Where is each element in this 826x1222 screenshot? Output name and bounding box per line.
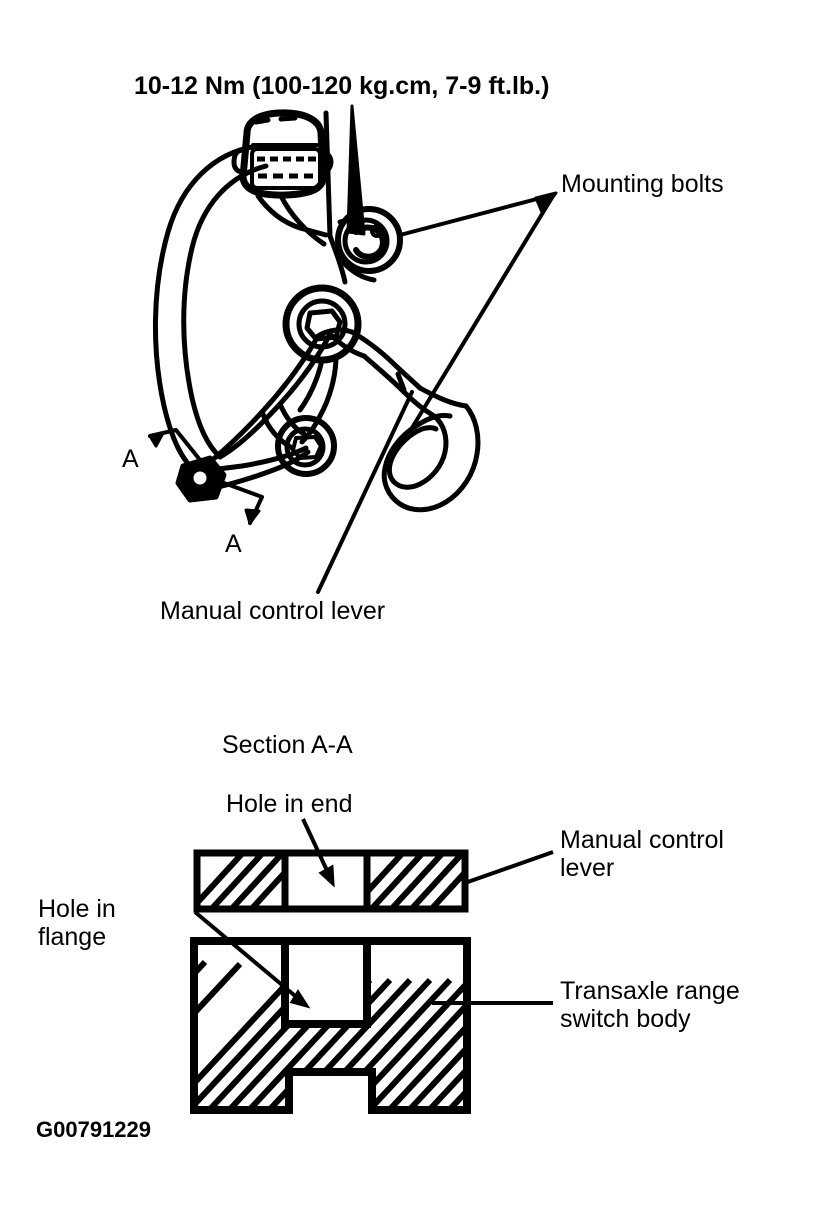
manual-control-lever-label-section: Manual control lever [560, 826, 724, 882]
torque-leader-arrow [346, 104, 366, 236]
wire-harness-loop [152, 143, 269, 475]
figure-id-label: G00791229 [36, 1117, 151, 1142]
section-view-drawing [190, 818, 554, 1114]
connector-pins [257, 156, 316, 179]
manual-control-lever-leader-main [316, 390, 414, 594]
mounting-bolts-leader [398, 191, 558, 443]
hole-in-flange-leader [193, 910, 311, 1009]
hole-in-end-leader [301, 818, 335, 888]
lower-mounting-bolt [275, 415, 337, 477]
section-marker-label-lower: A [225, 530, 242, 558]
body-block-hatching [194, 940, 467, 1110]
connector-housing [231, 109, 334, 199]
manual-control-lever-bar [193, 849, 469, 913]
lever-pivot-shaft [282, 284, 362, 364]
transaxle-range-switch-body-label: Transaxle range switch body [560, 977, 740, 1033]
hole-in-flange-label: Hole in flange [38, 895, 116, 951]
hole-in-end-label: Hole in end [226, 790, 353, 818]
upper-mounting-bolt [335, 206, 403, 283]
lever-end-boss [175, 455, 227, 503]
lever-bar-hatching [196, 851, 466, 911]
manual-control-lever-leader-section [461, 850, 554, 886]
transaxle-range-switch-body-block [190, 937, 471, 1114]
manual-control-lever-arm [349, 329, 481, 513]
section-marker-upper [148, 428, 202, 462]
torque-specification-label: 10-12 Nm (100-120 kg.cm, 7-9 ft.lb.) [134, 72, 550, 100]
manual-control-lever-label-main: Manual control lever [160, 597, 386, 625]
section-view-title: Section A-A [222, 731, 353, 759]
section-marker-label-upper: A [122, 445, 139, 473]
section-marker-lower [222, 481, 264, 525]
main-assembly-drawing [148, 104, 558, 594]
mounting-bolts-label: Mounting bolts [561, 170, 724, 198]
